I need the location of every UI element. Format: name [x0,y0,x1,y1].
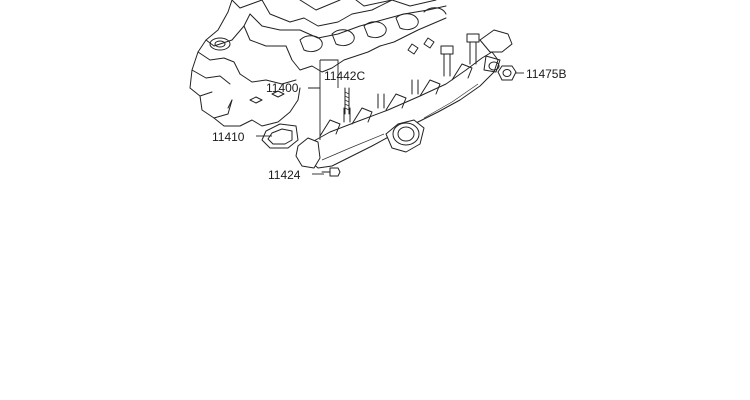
stud-11442c [344,87,350,115]
bolt-11424 [321,167,341,177]
label-11410: 11410 [212,130,245,144]
intake-manifold-11400 [295,29,513,169]
label-11442c: 11442C [324,69,365,83]
cylinder-block-illustration [189,0,447,127]
leader-lines [256,59,524,175]
label-11424: 11424 [268,168,301,182]
nut-11475b [497,65,517,81]
label-11475b: 11475B [526,67,566,81]
gasket-11410 [261,123,299,149]
label-11400: 11400 [266,81,299,95]
